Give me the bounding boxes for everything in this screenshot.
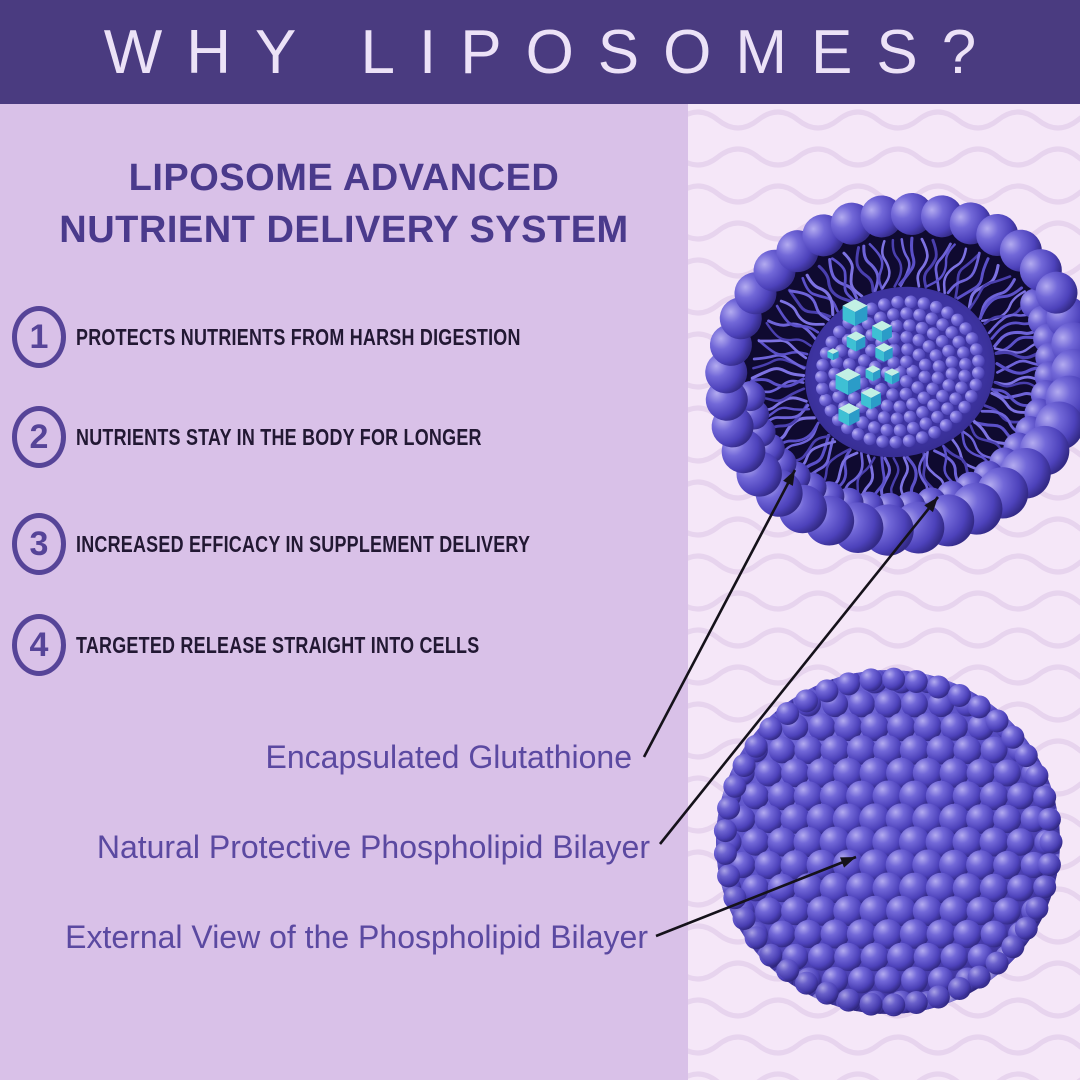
- page-title-line1: LIPOSOME ADVANCED: [128, 157, 560, 199]
- benefit-item-3: 3 INCREASED EFFICACY IN SUPPLEMENT DELIV…: [12, 513, 672, 575]
- page-title: LIPOSOME ADVANCED NUTRIENT DELIVERY SYST…: [0, 152, 688, 256]
- banner-title: WHY LIPOSOMES?: [103, 17, 1001, 87]
- number-badge-1: 1: [12, 306, 66, 368]
- number-badge-4: 4: [12, 614, 66, 676]
- benefit-item-1: 1 PROTECTS NUTRIENTS FROM HARSH DIGESTIO…: [12, 306, 672, 368]
- banner: WHY LIPOSOMES?: [0, 0, 1080, 104]
- page-title-line2: NUTRIENT DELIVERY SYSTEM: [59, 209, 629, 251]
- benefit-text-4: TARGETED RELEASE STRAIGHT INTO CELLS: [76, 631, 480, 658]
- callout-external-view: External View of the Phospholipid Bilaye…: [65, 919, 648, 955]
- number-badge-3: 3: [12, 513, 66, 575]
- wave-pattern: [688, 109, 1080, 1080]
- benefit-item-4: 4 TARGETED RELEASE STRAIGHT INTO CELLS: [12, 614, 672, 676]
- illustration-panel: [688, 104, 1080, 1080]
- callout-encapsulated-glutathione: Encapsulated Glutathione: [265, 739, 632, 775]
- number-badge-2: 2: [12, 406, 66, 468]
- benefit-text-2: NUTRIENTS STAY IN THE BODY FOR LONGER: [76, 423, 482, 450]
- benefit-text-1: PROTECTS NUTRIENTS FROM HARSH DIGESTION: [76, 323, 521, 350]
- benefit-item-2: 2 NUTRIENTS STAY IN THE BODY FOR LONGER: [12, 406, 672, 468]
- benefit-text-3: INCREASED EFFICACY IN SUPPLEMENT DELIVER…: [76, 530, 531, 557]
- callout-phospholipid-bilayer: Natural Protective Phospholipid Bilayer: [96, 829, 650, 865]
